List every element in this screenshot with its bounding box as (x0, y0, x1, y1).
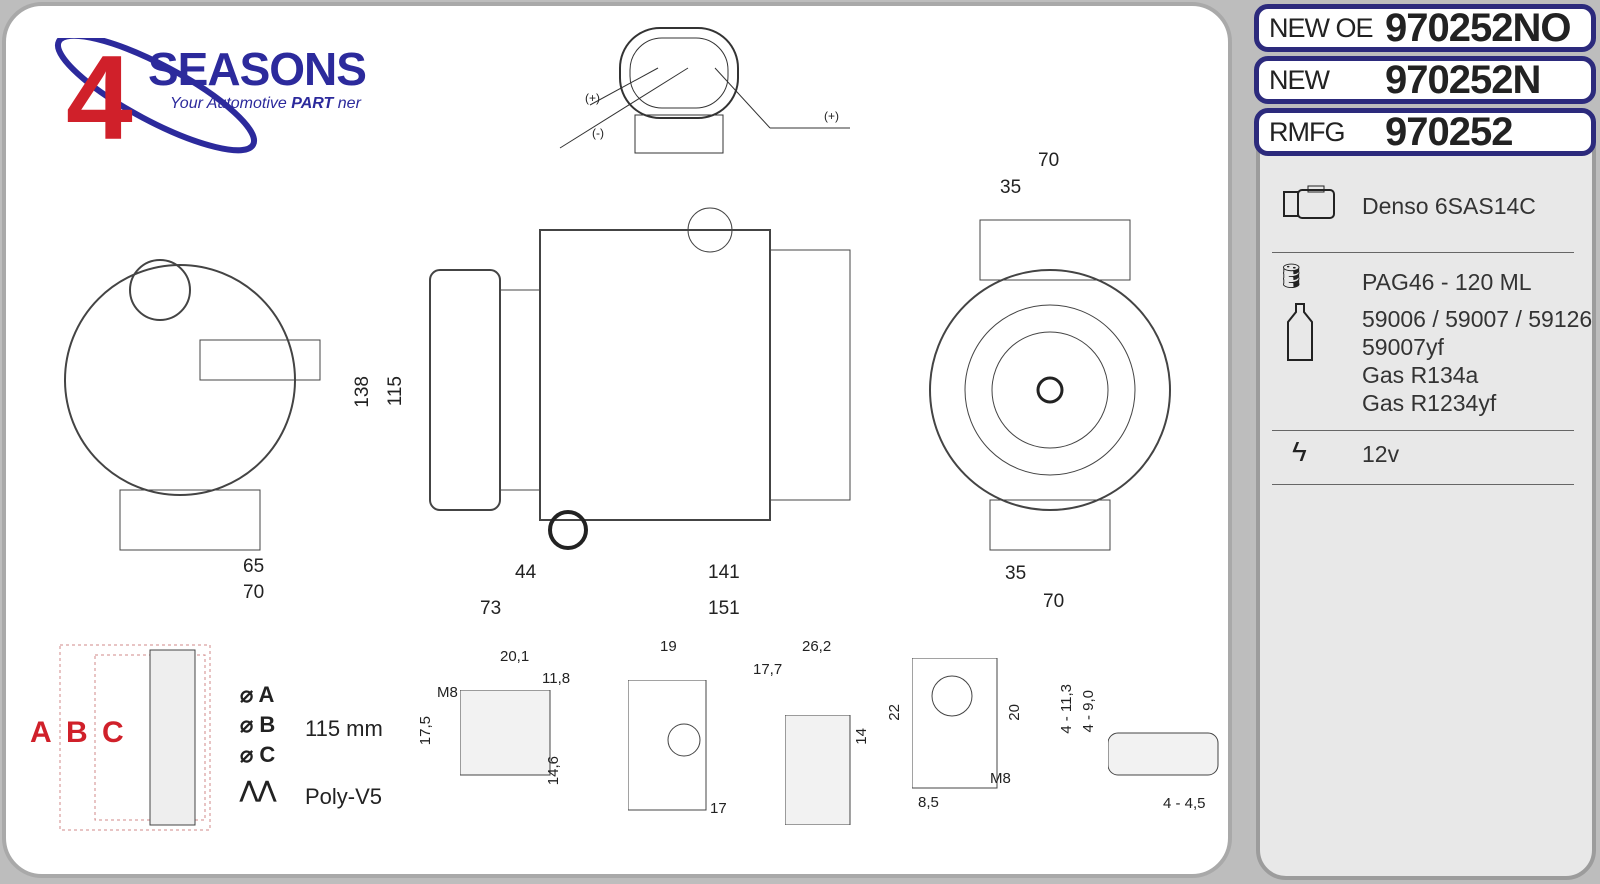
oil-ref: 59007yf (1362, 334, 1444, 360)
part-value: 970252N (1385, 57, 1541, 102)
pulley-label-b: B (66, 716, 88, 749)
oil-bottle-icon (1287, 303, 1313, 361)
gas-type: Gas R134a (1362, 362, 1479, 388)
diameter-symbol-a: ⌀ A (240, 682, 275, 707)
voltage: 12v (1362, 441, 1400, 467)
dim-label: 20 (1006, 704, 1023, 721)
dim-label: 70 (1038, 150, 1060, 171)
compressor-model: Denso 6SAS14C (1362, 193, 1536, 219)
brand-logo: 4 SEASONS Your Automotive PART ner (36, 31, 396, 165)
pin-label: (+) (824, 109, 839, 123)
dim-label: 35 (1005, 563, 1027, 584)
part-number-rmfg: RMFG 970252 (1254, 108, 1596, 156)
part-label: NEW (1269, 64, 1330, 95)
dim-label: 26,2 (802, 638, 832, 655)
dim-label: 141 (708, 562, 740, 583)
dim-label: 17,5 (417, 716, 434, 746)
pulley-drawing (59, 644, 211, 831)
oil-type: PAG46 - 120 ML (1362, 269, 1532, 295)
belt-type: Poly-V5 (305, 784, 383, 809)
tagline-end: ner (333, 95, 361, 112)
diameter-b: B (259, 712, 276, 737)
connector-drawing (559, 27, 850, 154)
dim-label: 151 (708, 598, 740, 619)
dim-label: 44 (515, 562, 537, 583)
lightning-icon: ϟ (1292, 436, 1307, 467)
divider (1272, 430, 1574, 431)
compressor-rear-view (64, 259, 321, 551)
dim-label: 4 - 9,0 (1080, 690, 1097, 733)
part-number-new-oe: NEW OE 970252NO (1254, 4, 1596, 52)
dim-label: 14 (853, 728, 870, 745)
detail-1-drawing (460, 690, 551, 776)
logo-swoosh-icon (54, 32, 258, 154)
compressor-icon (1283, 185, 1335, 219)
logo-name: SEASONS (148, 43, 367, 95)
part-value: 970252NO (1385, 5, 1571, 50)
dim-label: 35 (1000, 177, 1022, 198)
diameter-symbol-c: ⌀ C (240, 742, 276, 767)
tagline-text: Your Automotive (170, 95, 292, 112)
compressor-front-view (929, 219, 1171, 551)
dim-label: 4 - 11,3 (1058, 684, 1075, 734)
oil-can-icon: 🛢 (1276, 263, 1307, 290)
oil-references: 59006 / 59007 / 59126 59007yf Gas R134a … (1362, 305, 1592, 417)
dim-label: 17 (710, 800, 727, 817)
dim-label: 11,8 (542, 670, 571, 687)
part-label: RMFG (1269, 116, 1345, 147)
diameter-c: C (259, 742, 276, 767)
pin-label: (+) (585, 91, 600, 105)
detail-4-drawing (912, 658, 998, 789)
part-value: 970252 (1385, 109, 1513, 154)
drawing-panel (2, 2, 1232, 878)
dim-label: 73 (480, 598, 502, 619)
detail-5-drawing (1108, 732, 1219, 776)
dim-label: 70 (243, 582, 265, 603)
dim-label: 19 (660, 638, 677, 655)
dim-label: 65 (243, 556, 265, 577)
part-label: NEW OE (1269, 12, 1374, 43)
pulley-diameter: 115 mm (305, 716, 383, 741)
pulley-label-c: C (102, 716, 124, 749)
part-number-new: NEW 970252N (1254, 56, 1596, 104)
diameter-a: A (258, 682, 275, 707)
gas-type: Gas R1234yf (1362, 390, 1497, 416)
dim-label: 70 (1043, 591, 1065, 612)
dim-label: 20,1 (500, 648, 530, 665)
diameter-symbol-b: ⌀ B (240, 712, 276, 737)
dim-label: 115 (385, 376, 406, 407)
detail-2-drawing (628, 680, 707, 811)
dim-label: 4 - 4,5 (1163, 795, 1206, 812)
spec-panel (1256, 120, 1596, 880)
dim-label: 17,7 (753, 661, 783, 678)
compressor-side-view (429, 207, 851, 550)
dim-label: 138 (352, 376, 373, 408)
logo-tagline: Your Automotive PART ner (170, 95, 361, 113)
dim-label: M8 (990, 770, 1011, 787)
detail-3-drawing (785, 715, 851, 825)
dim-label: M8 (437, 684, 458, 701)
divider (1272, 252, 1574, 253)
logo-number: 4 (66, 31, 133, 165)
pulley-label-a: A (30, 716, 52, 749)
dim-label: 22 (886, 704, 903, 721)
oil-ref: 59006 / 59007 / 59126 (1362, 306, 1593, 332)
tagline-bold: PART (291, 95, 334, 112)
poly-v-belt-icon: ⋀⋀ (240, 777, 277, 802)
dim-label: 8,5 (918, 794, 939, 811)
pin-label: (-) (592, 126, 604, 140)
divider (1272, 484, 1574, 485)
dim-label: 14,6 (545, 756, 562, 786)
